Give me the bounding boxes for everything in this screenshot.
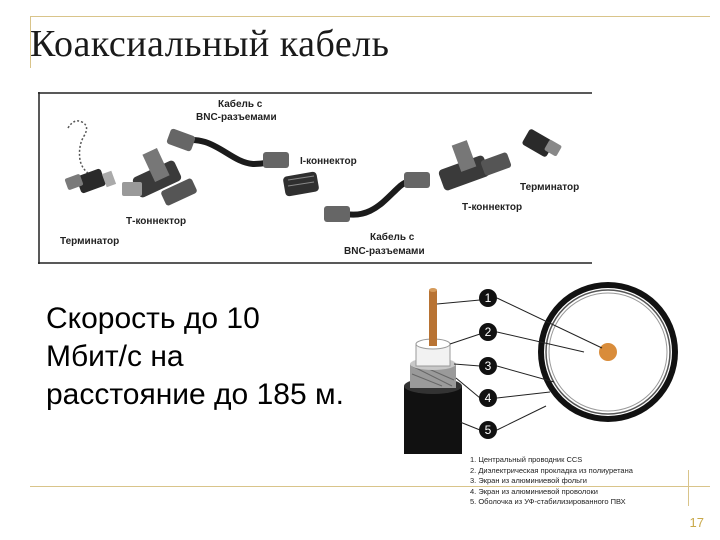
callout-1: 1 — [479, 289, 497, 307]
t-connector-left-icon — [122, 148, 197, 206]
slide-title: Коаксиальный кабель — [30, 23, 390, 65]
label-i-connector: I-коннектор — [300, 156, 357, 167]
label-cable-bnc-top-2: BNC-разъемами — [196, 112, 277, 123]
cross-section — [538, 282, 678, 422]
callout-3: 3 — [479, 357, 497, 375]
svg-text:1: 1 — [485, 291, 492, 305]
legend-item: 3. Экран из алюминиевой фольги — [470, 476, 587, 485]
label-t-connector-right: Т-коннектор — [462, 202, 522, 213]
connector-diagram: Кабель с BNC-разъемами I-коннектор Т-кон… — [38, 92, 592, 264]
label-t-connector-left: Т-коннектор — [126, 216, 186, 227]
svg-text:5: 5 — [485, 423, 492, 437]
legend-item: 1. Центральный проводник CCS — [470, 455, 583, 464]
cable-center-conductor — [429, 290, 437, 346]
callout-5: 5 — [479, 421, 497, 439]
bottom-rule — [30, 486, 710, 487]
label-cable-bnc-top-1: Кабель с — [218, 98, 263, 110]
t-connector-right-icon — [438, 140, 512, 191]
body-text: Скорость до 10 Мбит/с на расстояние до 1… — [46, 302, 344, 411]
label-terminator-right: Терминатор — [520, 182, 579, 193]
cable-legend: 1. Центральный проводник CCS 2. Диэлектр… — [470, 455, 633, 508]
terminator-left-icon — [64, 168, 117, 194]
cable-structure-diagram: 1 2 3 4 5 — [404, 282, 678, 454]
top-rule — [30, 16, 710, 17]
callout-4: 4 — [479, 389, 497, 407]
svg-text:4: 4 — [485, 391, 492, 405]
chain-icon — [67, 120, 93, 177]
legend-item: 4. Экран из алюминиевой проволоки — [470, 486, 598, 496]
left-rule — [30, 16, 31, 68]
callout-2: 2 — [479, 323, 497, 341]
svg-text:2: 2 — [485, 325, 492, 339]
label-cable-bnc-bottom-1: Кабель с — [370, 231, 415, 243]
label-cable-bnc-bottom-2: BNC-разъемами — [344, 246, 425, 257]
legend-item: 2. Диэлектрическая прокладка из полиурет… — [470, 465, 633, 475]
label-terminator-left: Терминатор — [60, 236, 119, 247]
legend-item: 5. Оболочка из УФ-стабилизированного ПВХ — [470, 497, 626, 506]
svg-text:3: 3 — [485, 359, 492, 373]
page-number: 17 — [689, 515, 704, 530]
cable-jacket — [404, 386, 462, 454]
i-connector-icon — [283, 171, 319, 197]
terminator-right-icon — [522, 129, 562, 157]
right-tick — [688, 470, 689, 506]
